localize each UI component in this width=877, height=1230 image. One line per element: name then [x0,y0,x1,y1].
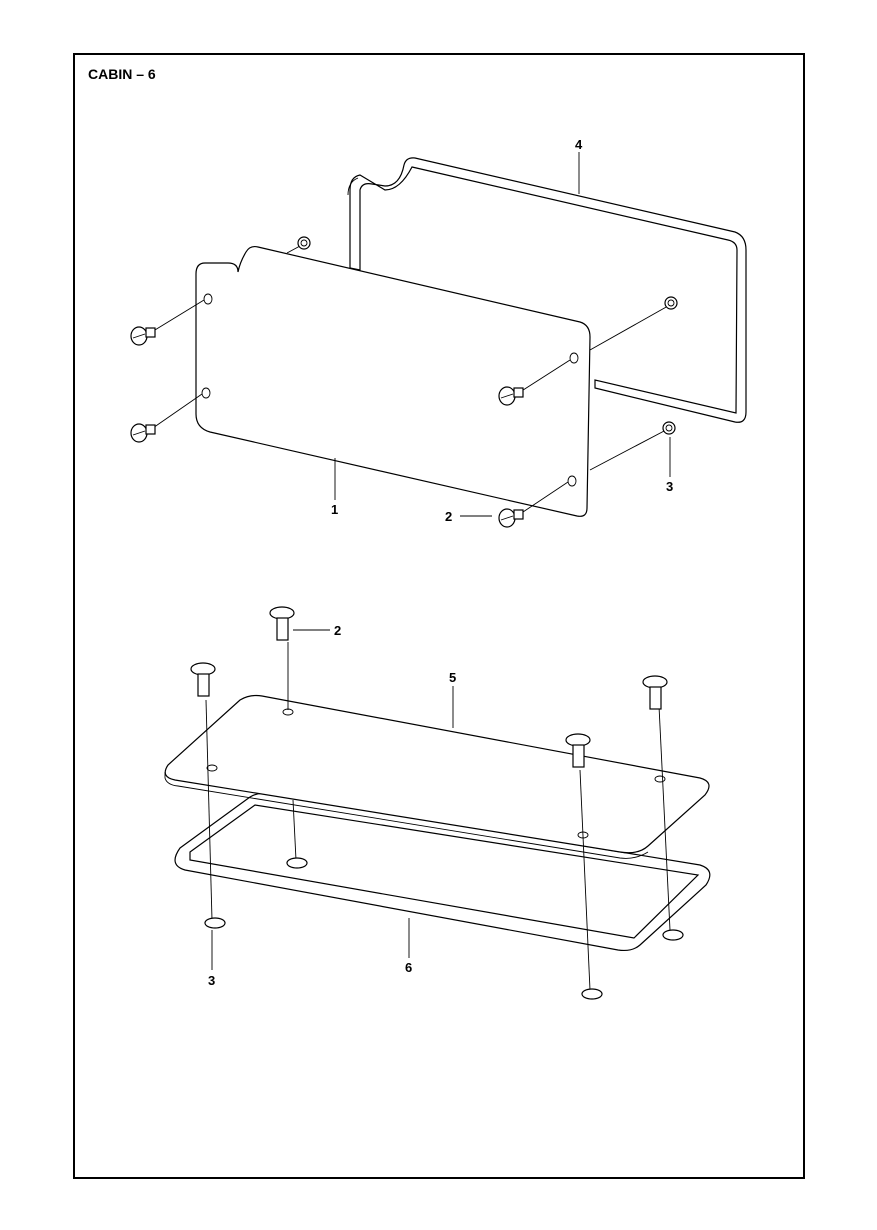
screw-icon [498,386,524,406]
screw-icon [498,508,524,528]
screw-icon [130,326,156,346]
lower-screws [190,606,684,1000]
callout-6: 6 [405,960,412,975]
part-5-plate [164,694,710,859]
screw-icon [190,662,216,697]
washer-icon [662,421,676,435]
washer-icon [297,236,311,250]
screw-icon [130,423,156,443]
callout-3: 3 [666,479,673,494]
part-1-panel [195,245,591,517]
callout-2: 2 [445,509,452,524]
washer-icon [286,857,308,869]
part-6-frame [174,792,711,952]
washer-icon [664,296,678,310]
screw-icon [269,606,295,641]
screw-icon [565,733,591,768]
screw-icon [642,675,668,710]
callout-5: 5 [449,670,456,685]
diagram-frame [73,53,805,1179]
upper-screws [130,236,678,528]
callout-leaders [211,152,671,970]
page-title: CABIN – 6 [88,66,156,82]
callout-4: 4 [575,137,583,152]
callout-2-lower: 2 [334,623,341,638]
washer-icon [204,917,226,929]
washer-icon [581,988,603,1000]
callout-1: 1 [331,502,338,517]
washer-icon [662,929,684,941]
callout-3-lower: 3 [208,973,215,988]
part-4-gasket [347,157,747,423]
